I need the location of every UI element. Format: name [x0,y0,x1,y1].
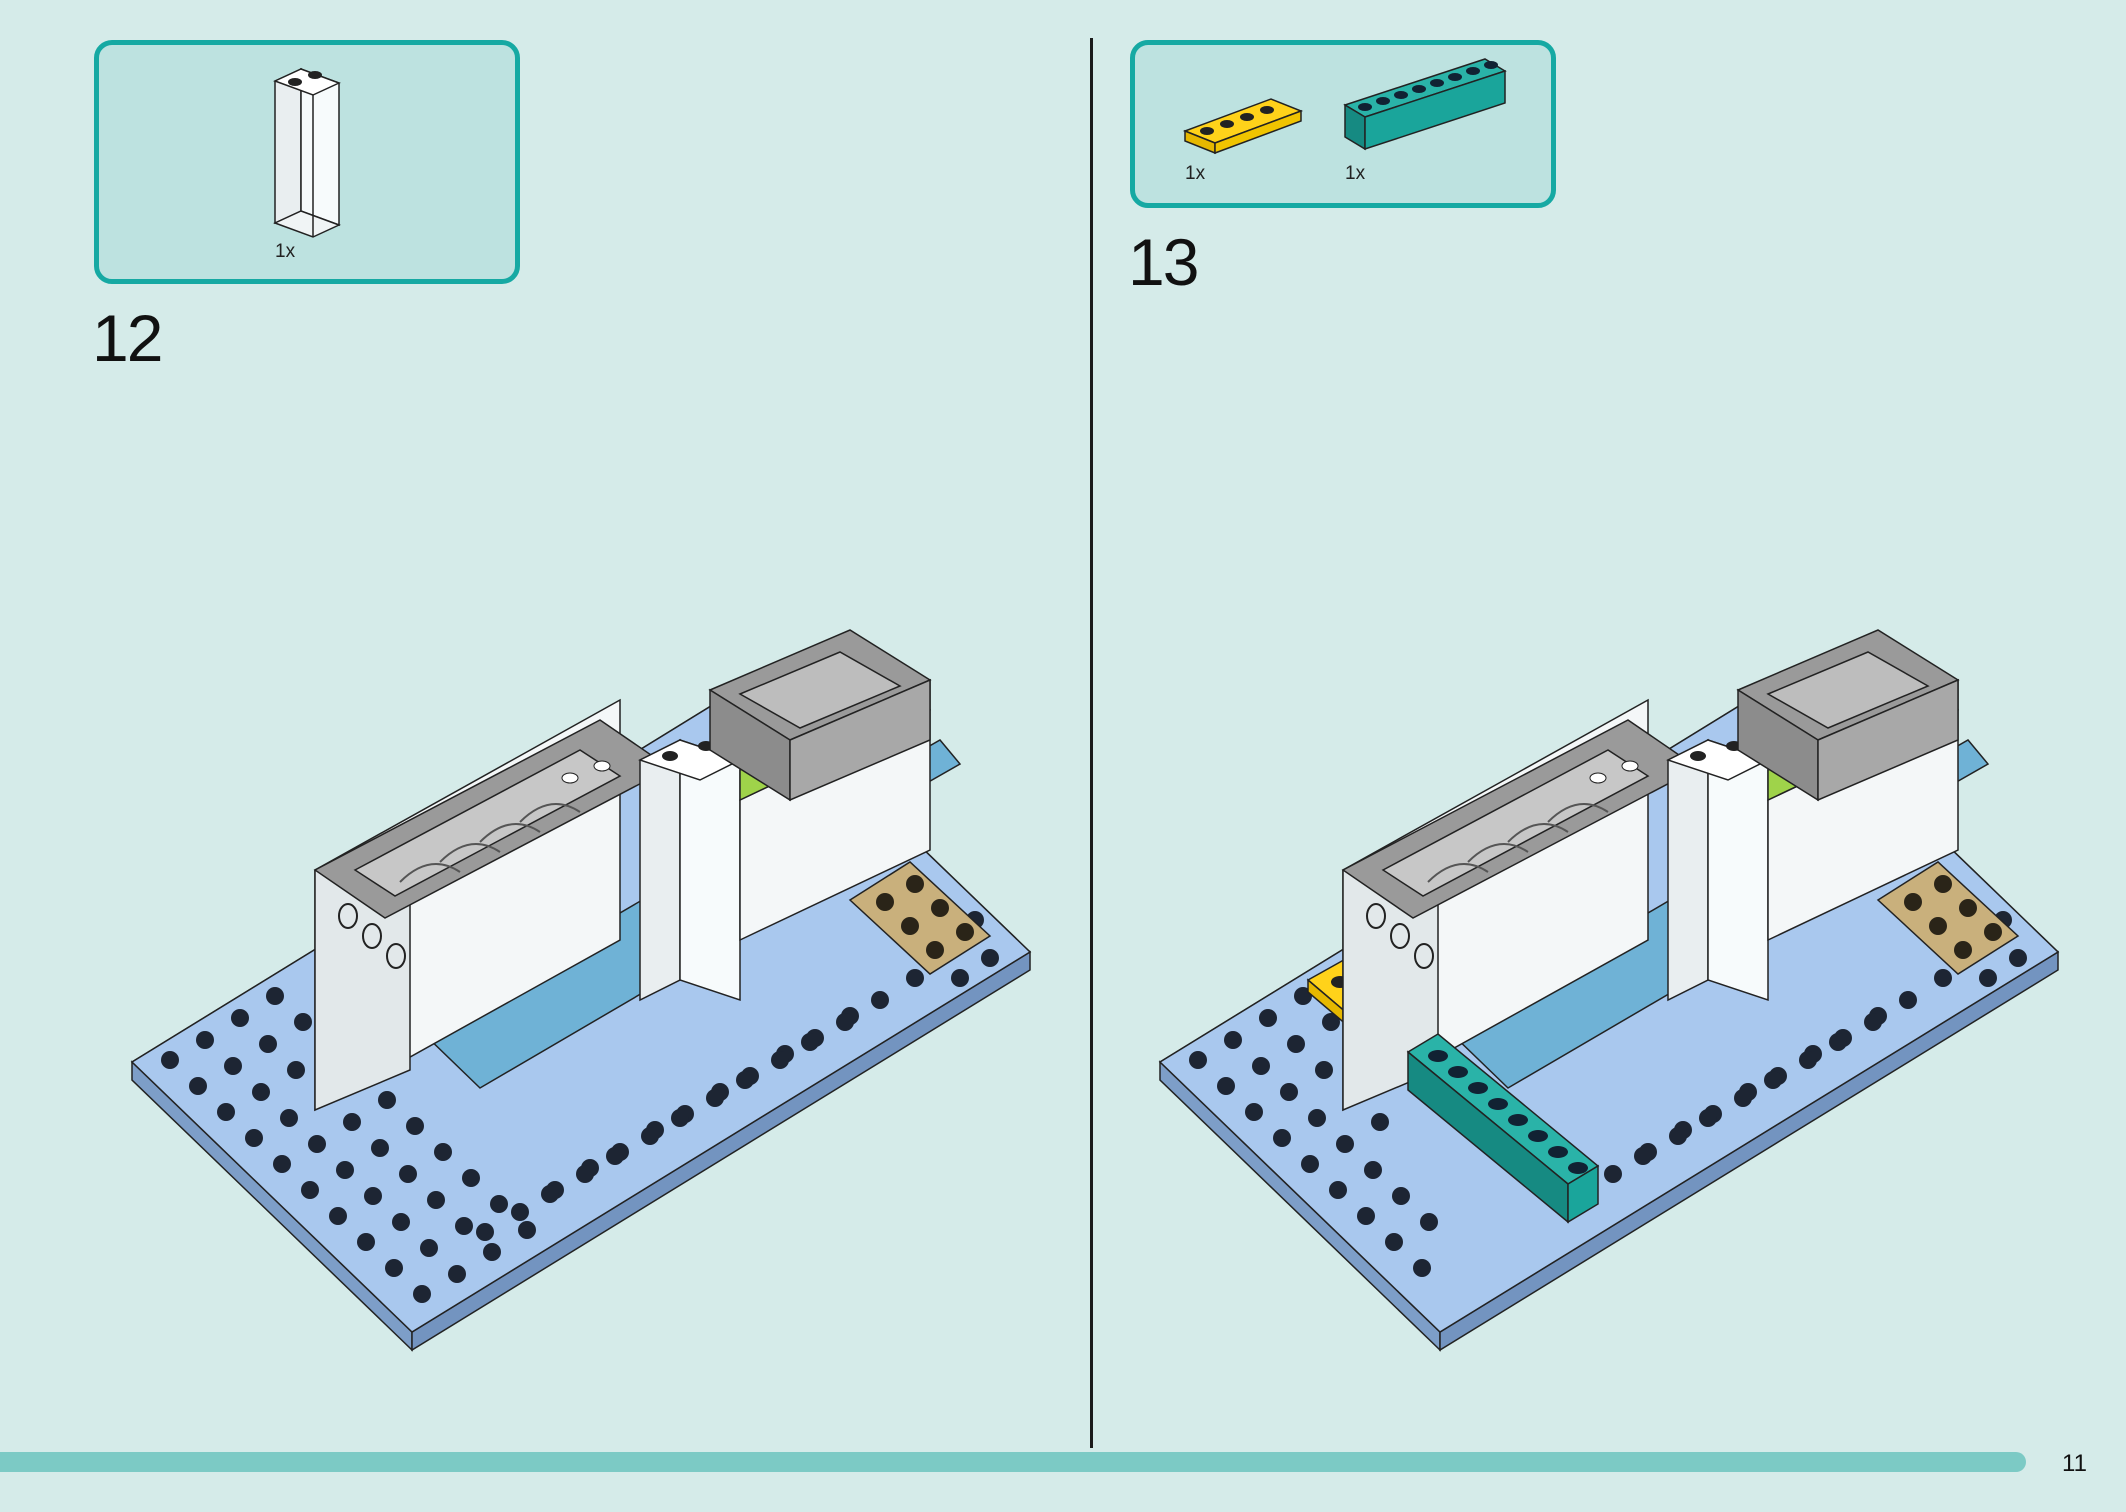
step-number-13: 13 [1128,225,1199,299]
page-divider [1090,38,1093,1448]
step-number-12: 12 [92,301,163,375]
part-quantity: 1x [1185,163,1206,184]
parts-callout-step-12: 1x [94,40,520,284]
build-illustration-step-13 [1158,629,2060,1352]
build-illustration-step-12 [130,629,1032,1352]
white-brick-part-icon [273,67,341,238]
page-number: 11 [2062,1450,2087,1477]
part-quantity: 1x [1345,163,1366,184]
parts-callout-step-13: 1x 1x [1130,40,1556,208]
yellow-plate-part-icon [1182,98,1304,155]
page-footer-bar [0,1452,2026,1472]
part-quantity: 1x [275,241,296,262]
teal-brick-part-icon [1343,58,1507,151]
